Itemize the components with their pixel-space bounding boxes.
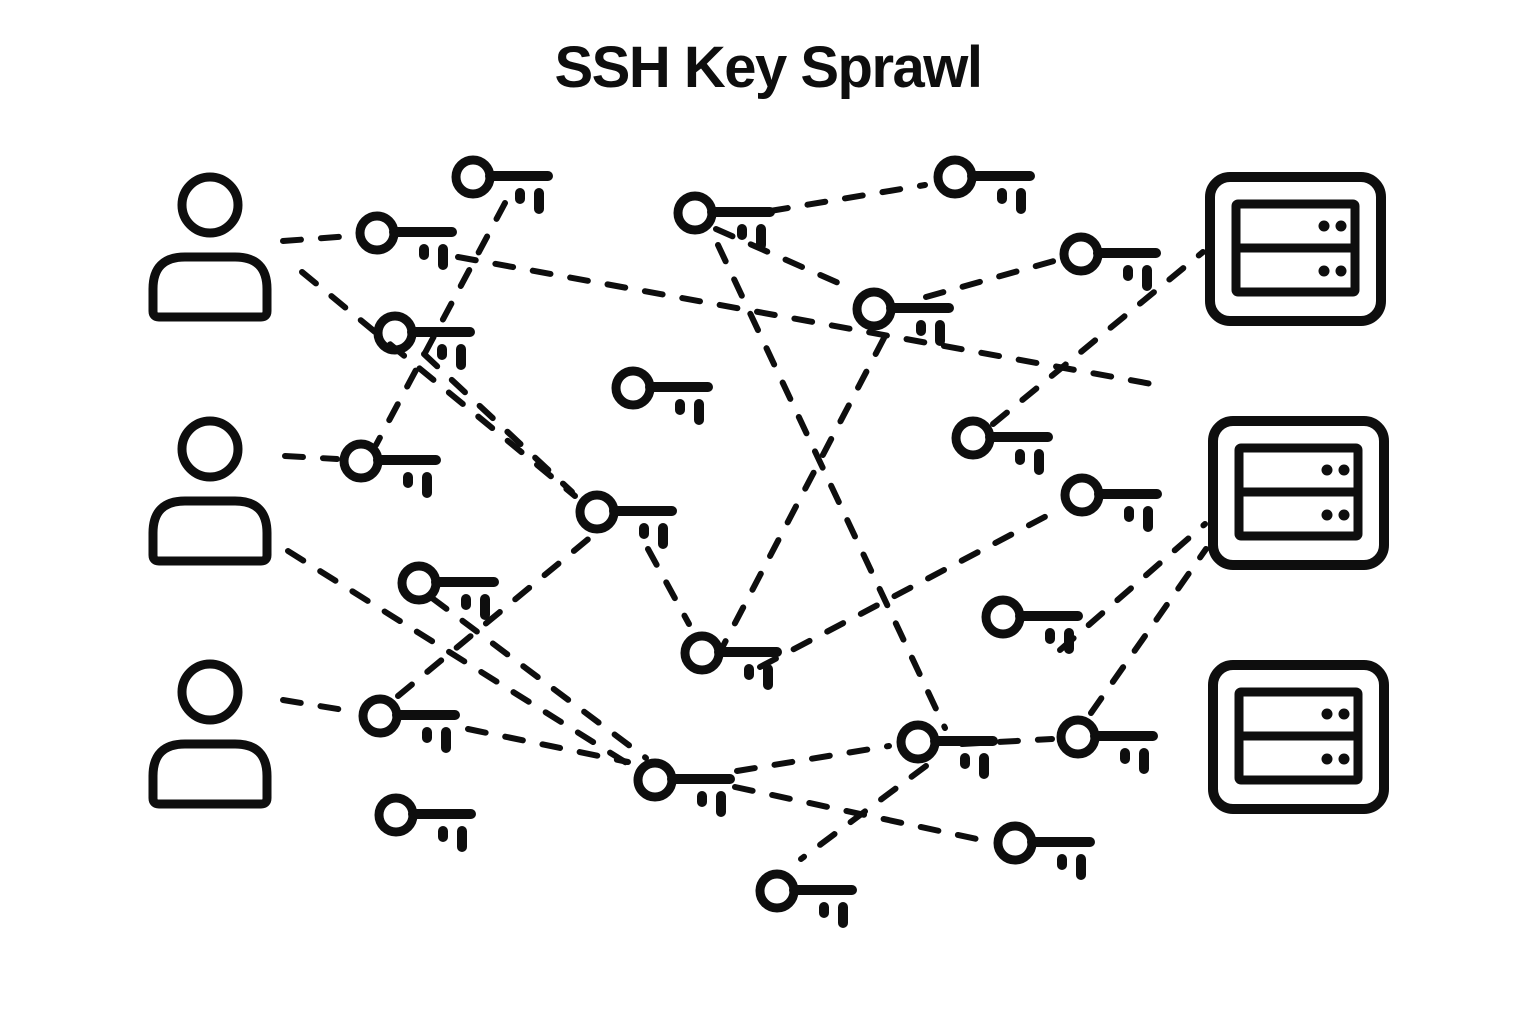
connection-line-key-4-key-17 <box>715 242 948 731</box>
key-icon-key-16 <box>363 699 455 748</box>
user-icon-user-1 <box>153 177 267 317</box>
connection-line-key-16-key-10 <box>395 533 595 699</box>
key-icon-key-1 <box>456 160 548 209</box>
connection-lines <box>280 182 1209 862</box>
connection-line-key-18-server-2 <box>1088 546 1209 716</box>
server-icon-server-3 <box>1213 665 1384 809</box>
connection-line-user-1-key-10 <box>299 269 578 499</box>
key-icon-key-2 <box>360 216 452 265</box>
connection-line-key-17-key-22 <box>798 763 929 862</box>
connection-line-key-14-server-2 <box>1057 521 1208 653</box>
connection-line-key-2-server-2 <box>455 254 1171 390</box>
connection-line-key-4-key-5 <box>767 182 928 214</box>
connection-line-key-3-key-10 <box>421 351 575 495</box>
connection-line-key-7-key-6 <box>923 258 1057 300</box>
key-icon-key-20 <box>379 798 471 847</box>
server-icon-server-2 <box>1213 421 1384 565</box>
connection-line-key-15-key-12 <box>757 508 1059 670</box>
connection-line-user-3-key-16 <box>280 697 353 714</box>
key-icon-key-12 <box>1065 478 1157 527</box>
connection-line-key-7-key-15 <box>719 335 887 651</box>
connection-line-key-16-key-19 <box>465 726 631 765</box>
connection-line-key-10-key-15 <box>645 546 692 627</box>
connection-line-key-13-key-19 <box>429 595 649 761</box>
diagram-nodes <box>153 160 1384 923</box>
connection-line-key-4-key-7 <box>713 226 855 292</box>
connection-line-key-1-key-9 <box>373 200 508 448</box>
key-icon-key-17 <box>901 725 993 774</box>
key-icon-key-5 <box>938 160 1030 209</box>
connection-line-user-2-key-19 <box>285 548 636 770</box>
key-icon-key-4 <box>678 196 770 245</box>
key-icon-key-9 <box>344 444 436 493</box>
connection-line-user-1-key-2 <box>280 233 354 244</box>
key-icon-key-6 <box>1064 237 1156 286</box>
server-icon-server-1 <box>1210 177 1381 321</box>
connection-line-key-11-server-1 <box>990 249 1206 427</box>
key-icon-key-19 <box>638 763 730 812</box>
key-icon-key-10 <box>580 495 672 544</box>
key-icon-key-8 <box>616 371 708 420</box>
key-icon-key-21 <box>998 826 1090 875</box>
connection-line-key-19-key-17 <box>734 743 892 774</box>
key-icon-key-22 <box>760 874 852 923</box>
page-title: SSH Key Sprawl <box>554 35 983 100</box>
key-icon-key-15 <box>685 636 777 685</box>
user-icon-user-3 <box>153 664 267 804</box>
key-icon-key-11 <box>956 421 1048 470</box>
key-icon-key-18 <box>1061 720 1153 769</box>
connection-line-user-2-key-9 <box>282 453 340 462</box>
user-icon-user-2 <box>153 421 267 561</box>
key-icon-key-14 <box>986 600 1078 649</box>
